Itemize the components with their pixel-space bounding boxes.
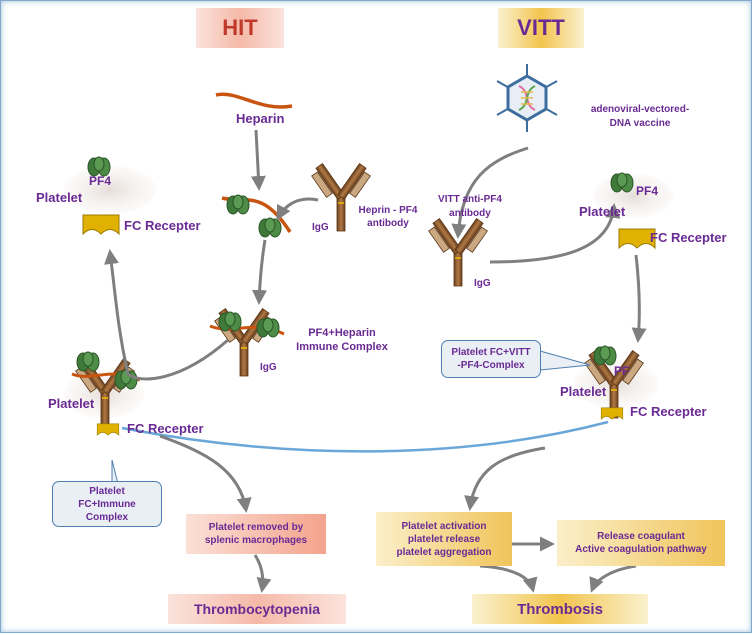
label-pf4-left: PF4 xyxy=(89,174,112,188)
arrow-vaccine-to-antibody xyxy=(451,146,529,239)
label-platelet-right: Platelet xyxy=(579,204,626,219)
callout-pointer-right xyxy=(539,350,591,371)
arrow-antibody-to-platelet xyxy=(489,203,621,264)
platelet-left xyxy=(64,166,156,214)
label-igg-top: IgG xyxy=(312,222,329,233)
label-igg-middle: IgG xyxy=(260,362,277,373)
label-fc-receptor-left: FC Recepter xyxy=(124,218,201,233)
arrow-to-activation xyxy=(464,446,546,511)
arrow-activation-to-thrombosis xyxy=(479,564,538,593)
arrow-to-thrombocytopenia xyxy=(253,554,272,593)
label-igg-right: IgG xyxy=(474,278,491,289)
outcome-thrombocytopenia: Thrombocytopenia xyxy=(168,594,346,624)
fc-receptor-link-line xyxy=(121,420,609,453)
label-fc-receptor-bottom-left: FC Recepter xyxy=(127,421,204,436)
arrow-complex-to-platelet xyxy=(104,249,229,381)
callout-platelet-fc-vitt-complex: Platelet FC+VITT -PF4-Complex xyxy=(441,340,541,378)
arrow-to-vitt-complex xyxy=(631,254,647,343)
label-pf-right-partial: PF xyxy=(614,364,630,378)
callout-platelet-fc-immune-complex: Platelet FC+Immune Complex xyxy=(52,481,162,527)
label-immune-complex: PF4+Heparin Immune Complex xyxy=(296,327,388,353)
label-fc-receptor-bottom-right: FC Recepter xyxy=(630,404,707,419)
label-platelet-bottom-right: Platelet xyxy=(560,384,607,399)
pf4-molecule xyxy=(256,317,280,338)
header-hit: HIT xyxy=(196,8,284,48)
fc-receptor-bottom-left xyxy=(96,423,120,436)
box-release-coagulant: Release coagulant Active coagulation pat… xyxy=(557,520,725,566)
label-fc-receptor-right: FC Recepter xyxy=(650,230,727,245)
pf4-molecule xyxy=(258,217,282,238)
header-vitt: VITT xyxy=(498,8,584,48)
label-pf4-right: PF4 xyxy=(636,184,659,198)
arrow-heparin-down xyxy=(250,129,266,191)
label-heparin-pf4-antibody: Heprin - PF4 antibody xyxy=(358,205,418,229)
label-platelet-bottom-left: Platelet xyxy=(48,396,95,411)
pf4-molecule xyxy=(226,194,250,215)
arrow-antibody-to-pf4 xyxy=(276,197,319,221)
fc-receptor-bottom-right xyxy=(600,407,624,420)
arrow-coagulant-to-thrombosis xyxy=(589,564,637,593)
label-vitt-antibody: VITT anti-PF4 antibody xyxy=(438,194,502,219)
heparin-strand xyxy=(215,92,293,109)
arrow-to-immune-complex xyxy=(252,239,267,305)
adenovirus-vaccine-icon xyxy=(496,64,558,132)
box-splenic-macrophages: Platelet removed by splenic macrophages xyxy=(186,514,326,554)
box-platelet-activation: Platelet activation platelet release pla… xyxy=(376,512,512,566)
outcome-thrombosis: Thrombosis xyxy=(472,594,648,624)
label-platelet-left: Platelet xyxy=(36,190,83,205)
label-vaccine: adenoviral-vectored- DNA vaccine xyxy=(590,104,690,129)
arrow-to-macrophages xyxy=(159,434,252,513)
fc-receptor-left xyxy=(82,214,120,235)
label-heparin: Heparin xyxy=(236,111,285,126)
